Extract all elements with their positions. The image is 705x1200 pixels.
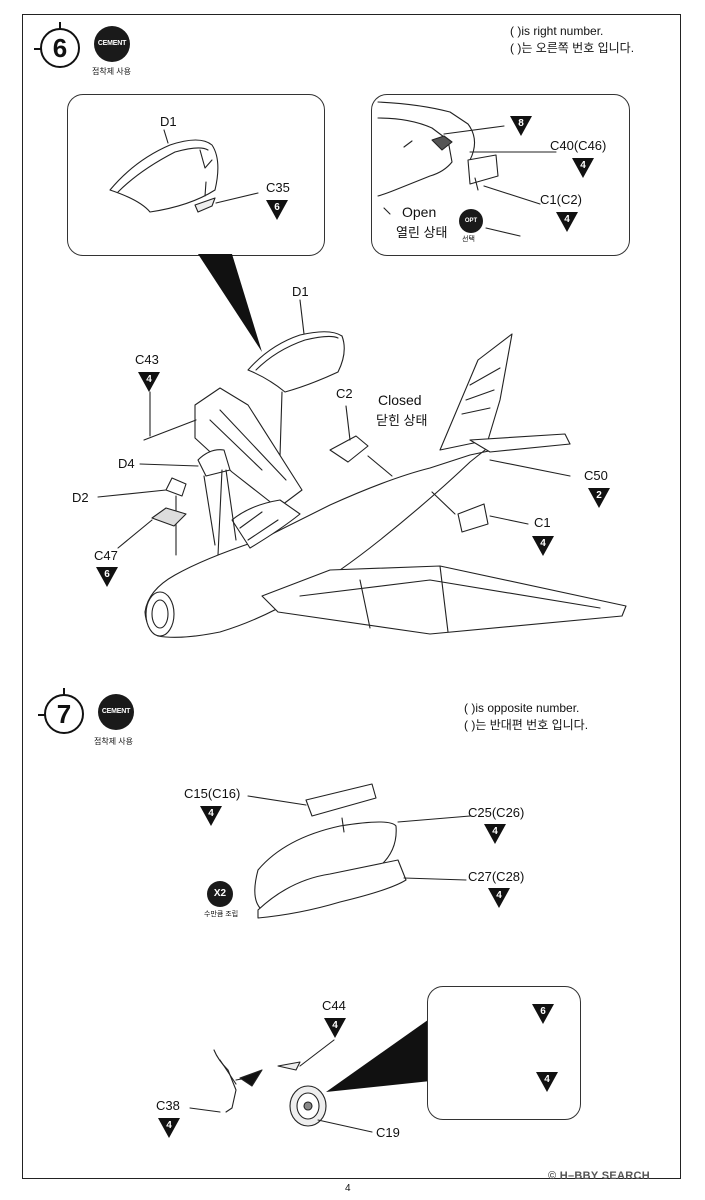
label-c1: C1 <box>534 515 551 530</box>
label-d2: D2 <box>72 490 89 505</box>
label-c47: C47 <box>94 548 118 563</box>
badge-wheel-6: 6 <box>532 1004 554 1024</box>
page-number: 4 <box>345 1183 351 1194</box>
cement-icon: CEMENT <box>94 26 130 62</box>
x2-icon: X2 <box>207 881 233 907</box>
badge-wheel-4: 4 <box>536 1072 558 1092</box>
step6-note-en: ( )is right number. <box>510 24 604 38</box>
label-c1-c2: C1(C2) <box>540 192 582 207</box>
step6-note-kr: ( )는 오른쪽 번호 입니다. <box>510 41 635 55</box>
opt-sub-label: 선택 <box>462 236 475 243</box>
badge-c35: 6 <box>266 200 288 220</box>
cement-sub-label: 접착제 사용 <box>94 737 134 746</box>
inset-open-detail <box>371 94 630 256</box>
badge-8: 8 <box>510 116 532 136</box>
label-c25: C25(C26) <box>468 805 525 820</box>
badge-c15: 4 <box>200 806 222 826</box>
label-c27: C27(C28) <box>468 869 525 884</box>
opt-icon: OPT <box>459 209 483 233</box>
label-c43: C43 <box>135 352 159 367</box>
badge-c27: 4 <box>488 888 510 908</box>
label-c19: C19 <box>376 1125 400 1140</box>
badge-c38: 4 <box>158 1118 180 1138</box>
label-d1-main: D1 <box>292 284 309 299</box>
page-border <box>22 14 681 1179</box>
badge-c50: 2 <box>588 488 610 508</box>
label-d1-inset: D1 <box>160 114 177 129</box>
badge-c1: 4 <box>532 536 554 556</box>
label-c40: C40(C46) <box>550 138 607 153</box>
badge-c25: 4 <box>484 824 506 844</box>
label-closed-kr: 닫힌 상태 <box>376 413 428 428</box>
watermark-text: © H–BBY SEARCH <box>548 1170 650 1182</box>
x2-sub-label: 수만큼 조립 <box>204 911 239 918</box>
step-6-number: 6 <box>34 22 80 68</box>
inset-wheel-detail <box>427 986 581 1120</box>
label-c2: C2 <box>336 386 353 401</box>
step7-note-kr: ( )는 반대편 번호 입니다. <box>464 718 589 732</box>
label-c50: C50 <box>584 468 608 483</box>
label-c15: C15(C16) <box>184 786 241 801</box>
badge-c44: 4 <box>324 1018 346 1038</box>
label-open-en: Open <box>402 204 437 220</box>
label-c35: C35 <box>266 180 290 195</box>
badge-c1-c2: 4 <box>556 212 578 232</box>
step-7-number: 7 <box>38 688 84 734</box>
label-c44: C44 <box>322 998 346 1013</box>
label-d4: D4 <box>118 456 135 471</box>
cement-sub-label: 접착제 사용 <box>92 67 132 76</box>
label-open-kr: 열린 상태 <box>396 225 448 240</box>
badge-c40: 4 <box>572 158 594 178</box>
label-c38: C38 <box>156 1098 180 1113</box>
badge-c43: 4 <box>138 372 160 392</box>
label-closed-en: Closed <box>378 392 422 408</box>
badge-c47: 6 <box>96 567 118 587</box>
step7-note-en: ( )is opposite number. <box>464 701 580 715</box>
cement-icon: CEMENT <box>98 694 134 730</box>
